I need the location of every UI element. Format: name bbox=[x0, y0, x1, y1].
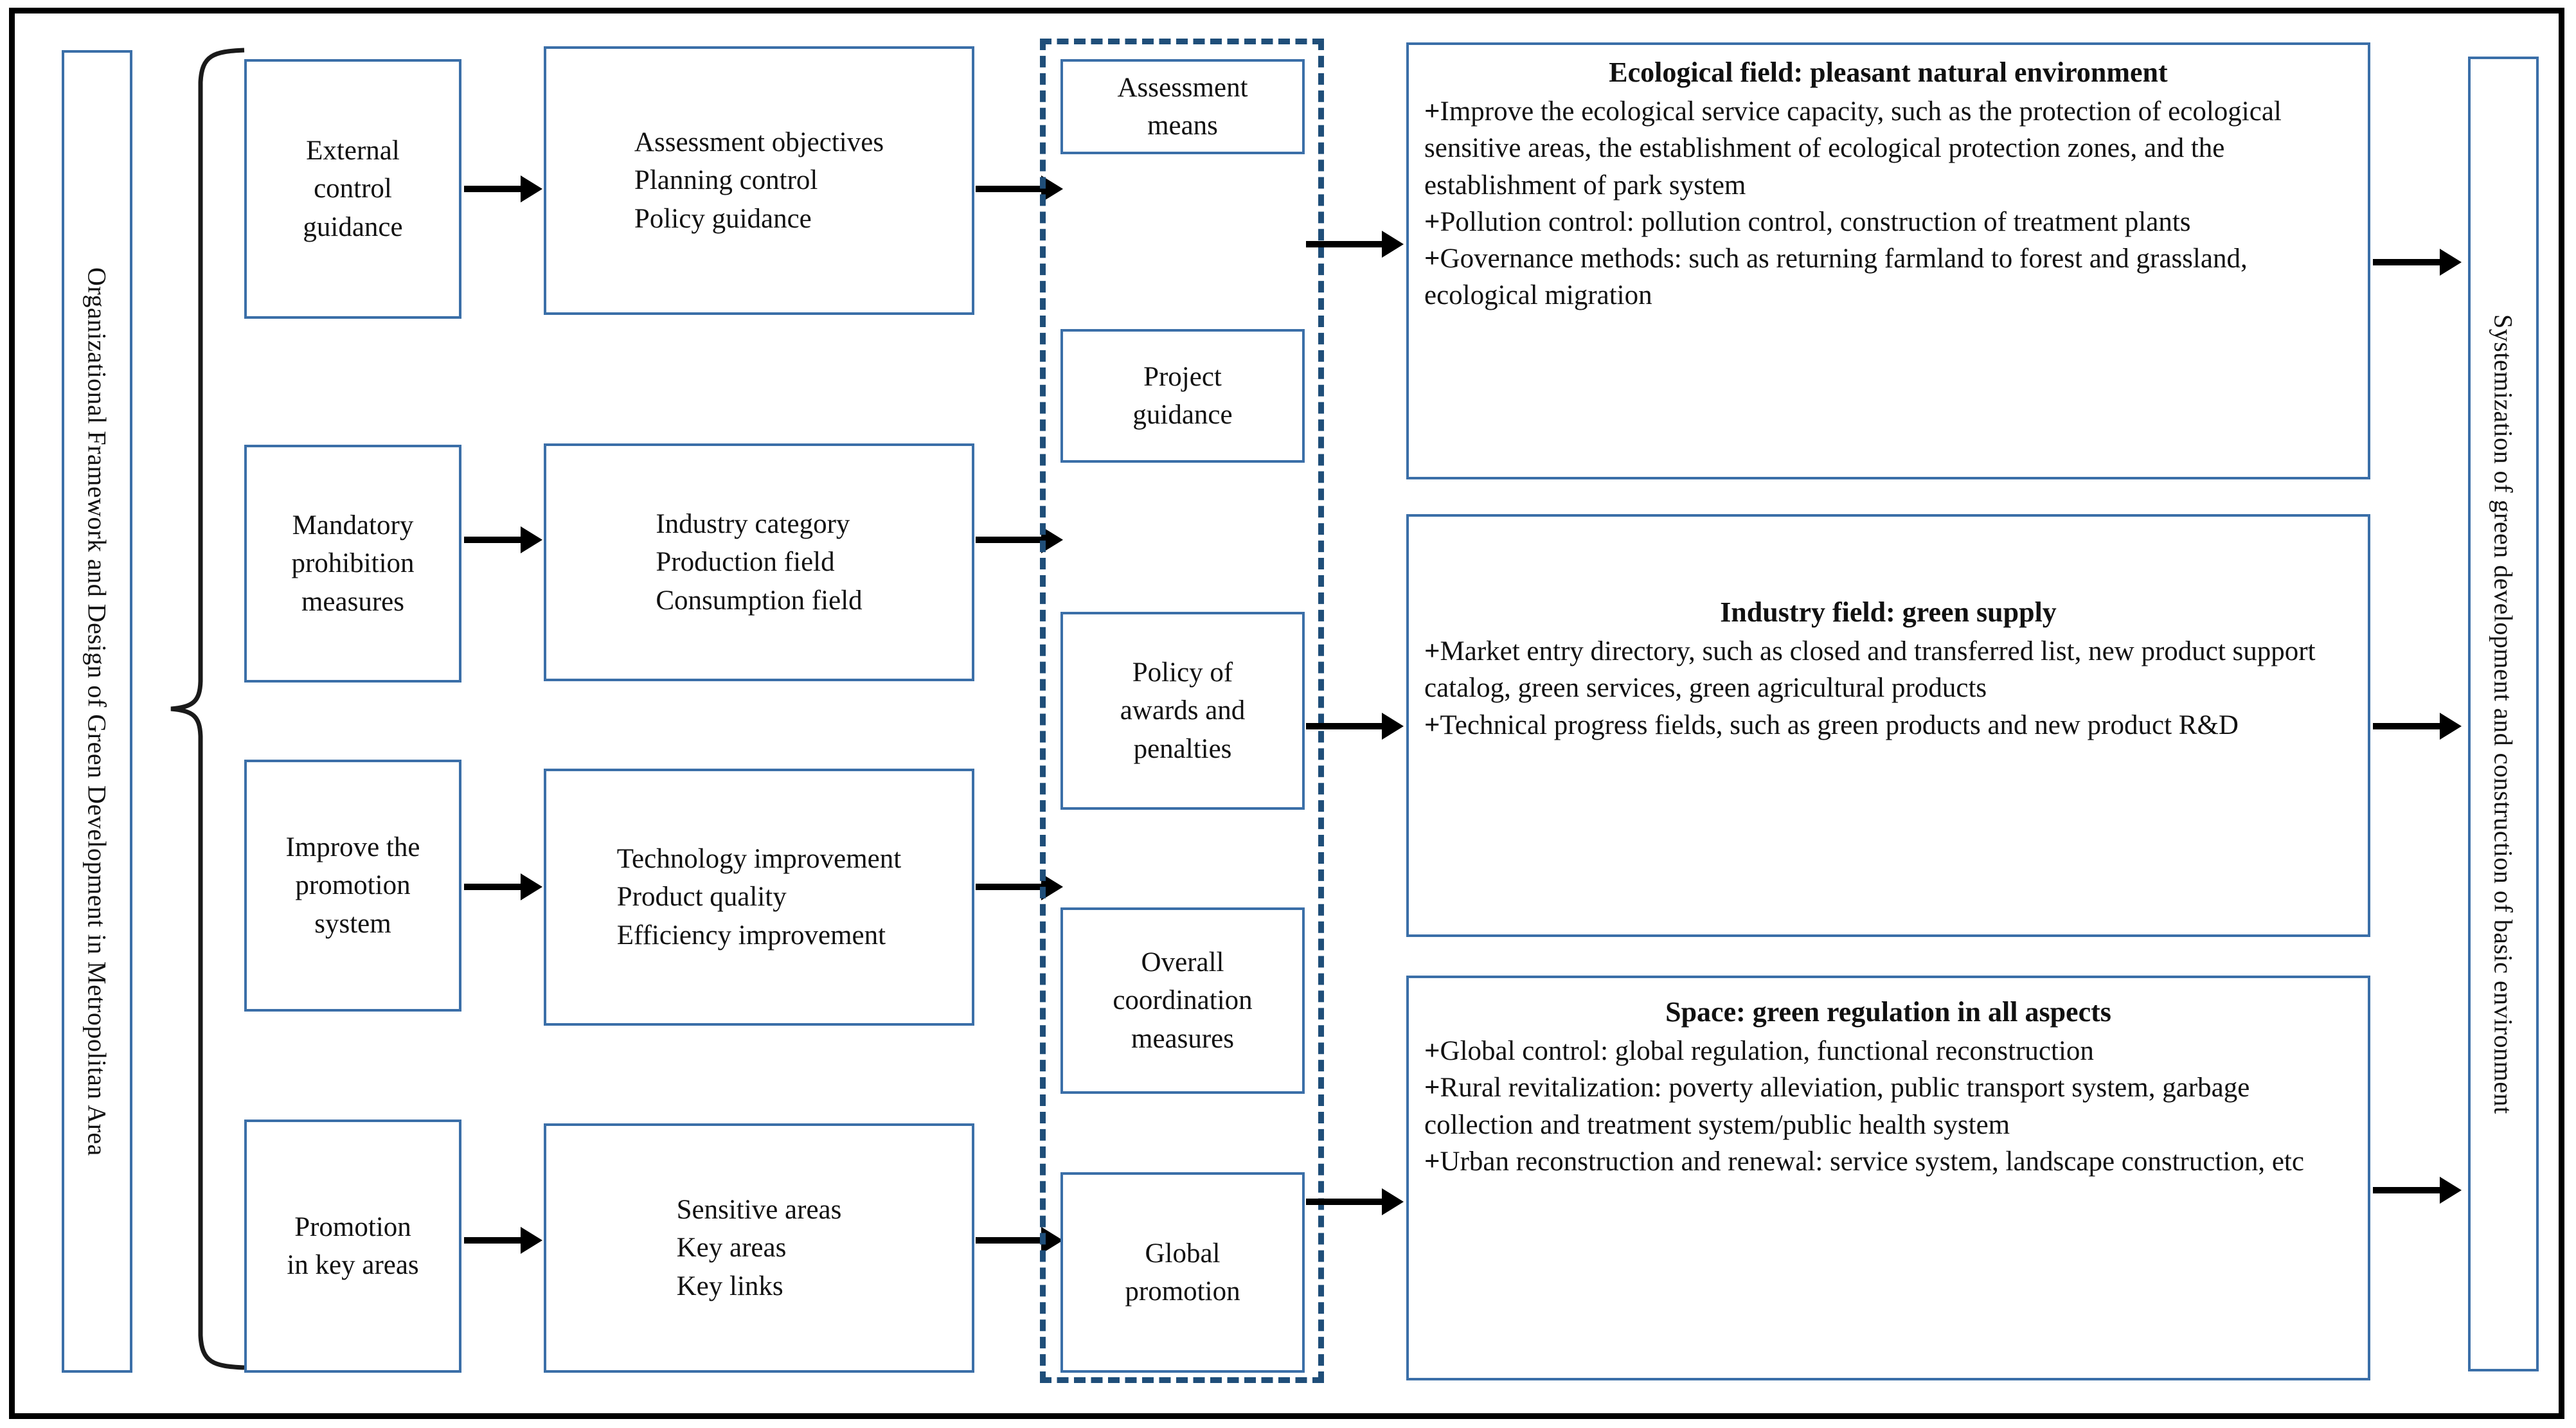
bullet-plus-icon: + bbox=[1424, 206, 1440, 237]
bullet-plus-icon: + bbox=[1424, 1146, 1440, 1177]
box-overall-coordination-measures[interactable]: Overall coordination measures bbox=[1060, 907, 1305, 1094]
bullet-plus-icon: + bbox=[1424, 636, 1440, 667]
panel-ecological-field-title: Ecological field: pleasant natural envir… bbox=[1609, 57, 2168, 88]
panel-ecological-field-item-1: +Improve the ecological service capacity… bbox=[1424, 96, 2282, 201]
panel-industry-field-title: Industry field: green supply bbox=[1720, 596, 2057, 628]
box-promotion-in-key-areas-text: Promotion in key areas bbox=[287, 1211, 419, 1280]
box-assessment-means[interactable]: Assessment means bbox=[1060, 59, 1305, 154]
box-overall-coordination-measures-text: Overall coordination measures bbox=[1113, 947, 1253, 1054]
box-industry-category-group-text: Industry category Production field Consu… bbox=[656, 509, 863, 616]
box-global-promotion[interactable]: Global promotion bbox=[1060, 1172, 1305, 1373]
measures-dashed-container bbox=[1040, 39, 1324, 1383]
panel-space-item-3: +Urban reconstruction and renewal: servi… bbox=[1424, 1146, 2304, 1177]
right-vertical-label-text: Systemization of green development and c… bbox=[2489, 314, 2518, 1114]
panel-industry-field-item-1: +Market entry directory, such as closed … bbox=[1424, 636, 2316, 704]
panel-ecological-field[interactable]: Ecological field: pleasant natural envir… bbox=[1406, 42, 2370, 479]
box-external-control-guidance-text: External control guidance bbox=[303, 136, 403, 242]
box-improve-the-promotion-system[interactable]: Improve the promotion system bbox=[244, 760, 461, 1012]
right-vertical-label: Systemization of green development and c… bbox=[2468, 57, 2539, 1371]
panel-space[interactable]: Space: green regulation in all aspects +… bbox=[1406, 976, 2370, 1380]
box-sensitive-areas-group-text: Sensitive areas Key areas Key links bbox=[676, 1195, 842, 1301]
box-promotion-in-key-areas[interactable]: Promotion in key areas bbox=[244, 1120, 461, 1373]
bullet-plus-icon: + bbox=[1424, 1036, 1440, 1067]
box-sensitive-areas-group[interactable]: Sensitive areas Key areas Key links bbox=[544, 1123, 974, 1373]
box-policy-of-awards-and-penalties-text: Policy of awards and penalties bbox=[1120, 657, 1246, 764]
box-project-guidance[interactable]: Project guidance bbox=[1060, 329, 1305, 463]
box-external-control-guidance[interactable]: External control guidance bbox=[244, 59, 461, 319]
bullet-plus-icon: + bbox=[1424, 710, 1440, 740]
box-assessment-objectives-group[interactable]: Assessment objectives Planning control P… bbox=[544, 46, 974, 315]
box-technology-improvement-group-text: Technology improvement Product quality E… bbox=[616, 844, 902, 951]
left-vertical-label: Organizational Framework and Design of G… bbox=[62, 50, 132, 1373]
panel-space-title: Space: green regulation in all aspects bbox=[1665, 996, 2111, 1028]
panel-space-item-1: +Global control: global regulation, func… bbox=[1424, 1036, 2094, 1067]
panel-ecological-field-item-3: +Governance methods: such as returning f… bbox=[1424, 243, 2248, 311]
box-policy-of-awards-and-penalties[interactable]: Policy of awards and penalties bbox=[1060, 612, 1305, 810]
panel-industry-field[interactable]: Industry field: green supply +Market ent… bbox=[1406, 514, 2370, 937]
panel-industry-field-item-2: +Technical progress fields, such as gree… bbox=[1424, 710, 2239, 740]
box-assessment-means-text: Assessment means bbox=[1117, 72, 1248, 141]
box-assessment-objectives-group-text: Assessment objectives Planning control P… bbox=[634, 127, 884, 234]
bullet-plus-icon: + bbox=[1424, 96, 1440, 127]
left-vertical-label-text: Organizational Framework and Design of G… bbox=[82, 267, 112, 1156]
box-project-guidance-text: Project guidance bbox=[1132, 361, 1233, 430]
box-improve-the-promotion-system-text: Improve the promotion system bbox=[285, 832, 420, 939]
bullet-plus-icon: + bbox=[1424, 243, 1440, 274]
grouping-brace bbox=[168, 45, 246, 1373]
box-mandatory-prohibition-measures[interactable]: Mandatory prohibition measures bbox=[244, 445, 461, 683]
box-industry-category-group[interactable]: Industry category Production field Consu… bbox=[544, 443, 974, 681]
panel-space-item-2: +Rural revitalization: poverty alleviati… bbox=[1424, 1073, 2250, 1140]
box-technology-improvement-group[interactable]: Technology improvement Product quality E… bbox=[544, 769, 974, 1026]
box-mandatory-prohibition-measures-text: Mandatory prohibition measures bbox=[291, 510, 415, 617]
box-global-promotion-text: Global promotion bbox=[1125, 1238, 1240, 1307]
bullet-plus-icon: + bbox=[1424, 1073, 1440, 1103]
panel-ecological-field-item-2: +Pollution control: pollution control, c… bbox=[1424, 206, 2191, 237]
